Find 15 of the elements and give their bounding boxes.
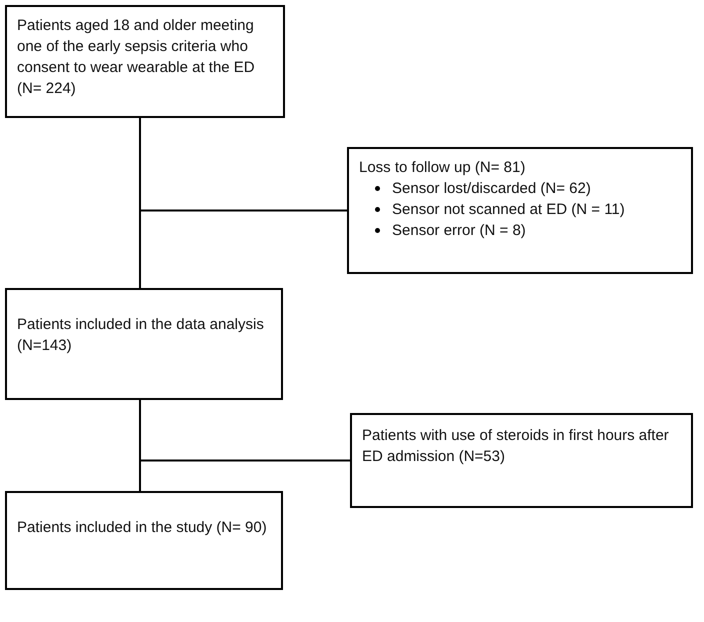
box-text: Patients included in the study (N= 90) <box>17 518 268 538</box>
connector-line <box>139 118 347 212</box>
bullet-item: Sensor error (N = 8) <box>392 221 526 241</box>
flow-box <box>5 5 285 118</box>
box-text: Patients aged 18 and older meeting one of the early sepsis criteria who consent to wear wearable at the ED (N= 224) <box>17 16 256 99</box>
flow-box <box>347 147 693 274</box>
box-text: Loss to follow up (N= 81) <box>359 158 526 178</box>
flow-box <box>5 491 283 590</box>
connector-line <box>139 400 350 462</box>
box-text: Patients included in the data analysis (N=143) <box>17 315 265 356</box>
flow-box <box>5 288 283 400</box>
box-text: Patients with use of steroids in first hours after ED admission (N=53) <box>362 426 670 467</box>
bullet-item: Sensor lost/discarded (N= 62) <box>392 179 591 199</box>
bullet-item: Sensor not scanned at ED (N = 11) <box>392 200 625 220</box>
flow-box <box>350 413 693 508</box>
